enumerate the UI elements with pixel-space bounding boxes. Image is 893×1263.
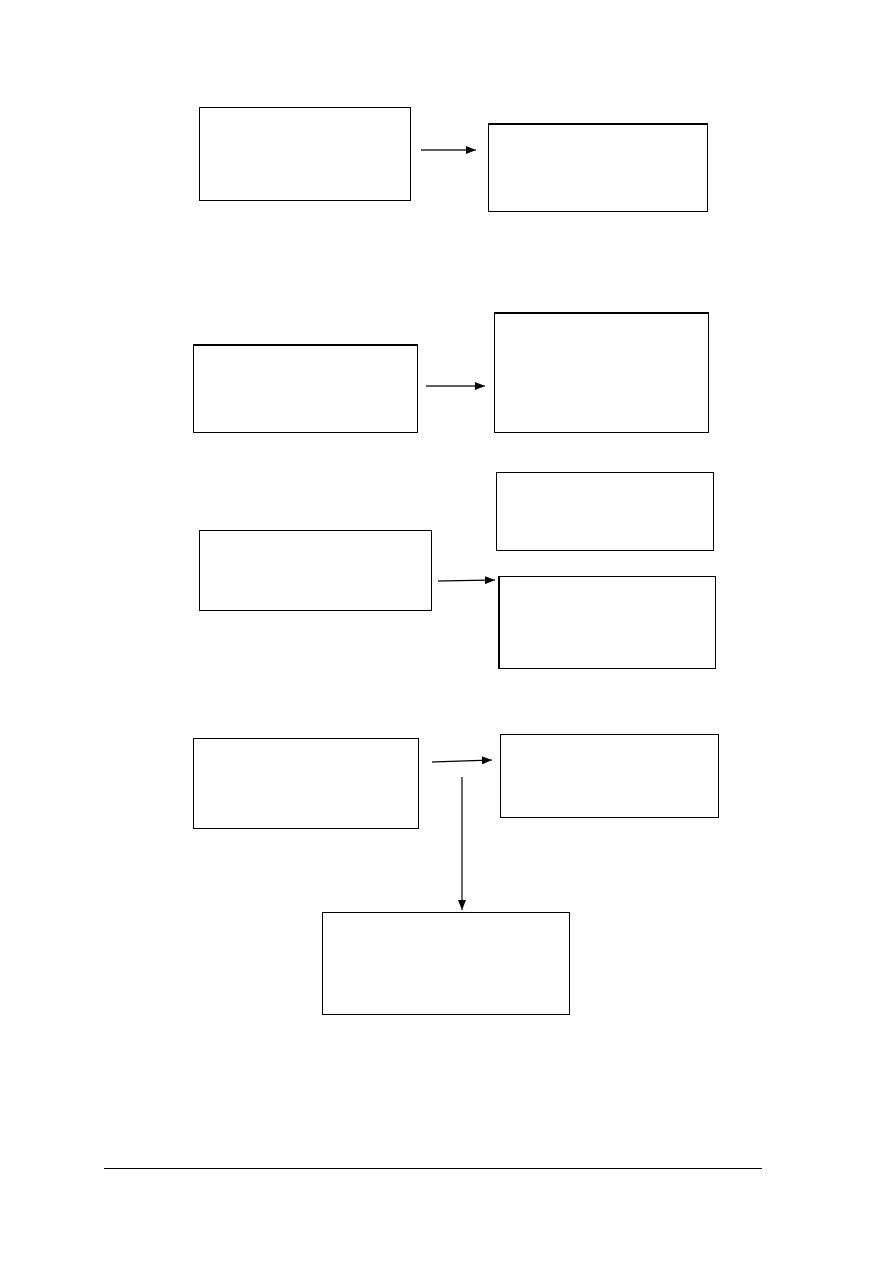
row2-source-box	[193, 344, 418, 433]
row3-target-box-upper	[496, 472, 714, 551]
row3-arrow	[437, 576, 496, 585]
row4-target-box-bottom	[322, 912, 570, 1015]
row3-target-box-lower	[498, 576, 716, 669]
row4-source-box	[193, 738, 419, 829]
row4-target-box-right	[500, 734, 719, 818]
row4-arrow-right	[431, 756, 493, 765]
row2-target-box	[494, 312, 709, 433]
footer-divider	[104, 1168, 762, 1169]
row1-target-box	[488, 123, 708, 212]
row3-source-box	[199, 530, 432, 611]
row1-source-box	[199, 107, 411, 201]
